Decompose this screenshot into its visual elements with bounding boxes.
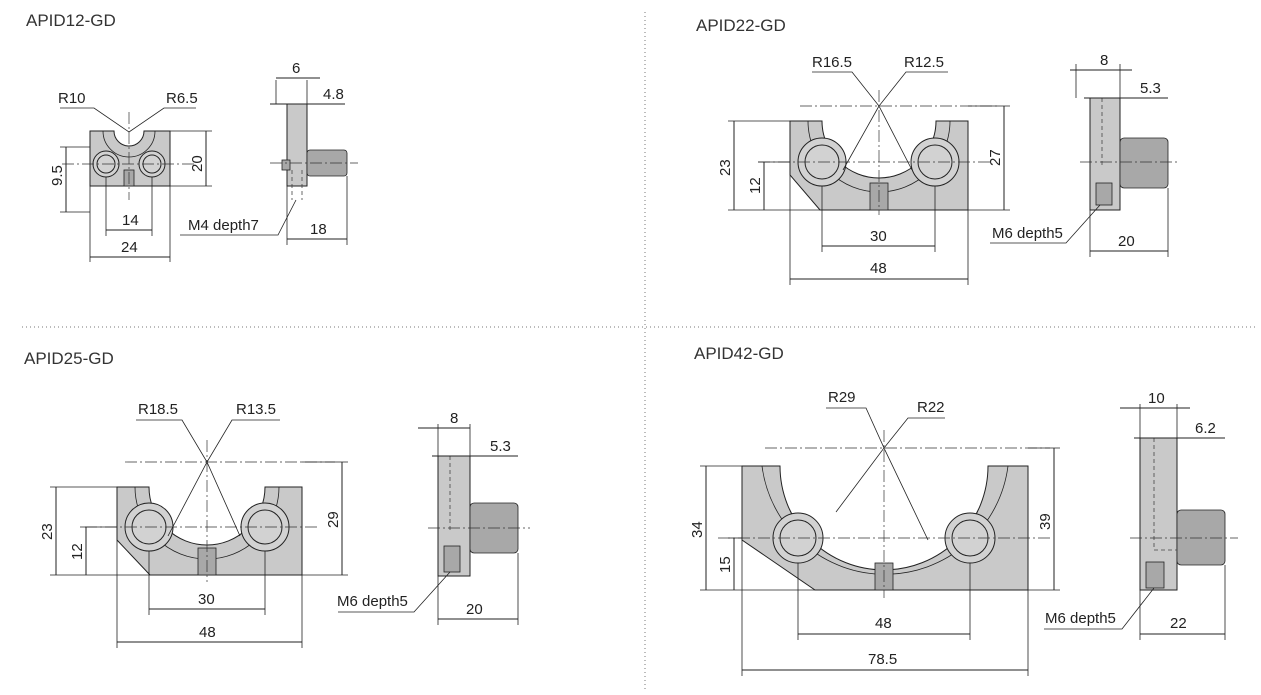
- dim-w-total: 78.5: [868, 651, 897, 668]
- thread-leader: [180, 199, 297, 236]
- r-inner-label: R6.5: [166, 90, 198, 107]
- panel-apid22: APID22-GD R16.5 R12.5 23 12 27 30 48: [696, 16, 1180, 285]
- r-inner-label: R12.5: [904, 54, 944, 71]
- dim-w-total: 48: [199, 624, 216, 641]
- side-dim-top: 8: [450, 410, 458, 427]
- dim-w-total: 24: [121, 239, 138, 256]
- panel-apid42: APID42-GD R29 R22 34 15 39 48 78.5: [689, 344, 1238, 676]
- panel-title: APID22-GD: [696, 16, 786, 35]
- r-inner-label: R13.5: [236, 401, 276, 418]
- side-dim-inner: 6.2: [1195, 420, 1216, 437]
- thread-leader: [338, 571, 451, 613]
- panel-apid12: APID12-GD R10 R6.5 9.5 20 14 24: [26, 11, 358, 262]
- thread-leader: [1044, 587, 1155, 630]
- r-inner-leader: [883, 417, 945, 541]
- dim-w-holes: 30: [870, 228, 887, 245]
- dim-h-total: 34: [689, 521, 706, 538]
- panel-title: APID12-GD: [26, 11, 116, 30]
- side-view-screw: [1095, 182, 1113, 206]
- dim-w-holes: 14: [122, 212, 139, 229]
- thread-label: M6 depth5: [337, 593, 408, 610]
- r-outer-label: R16.5: [812, 54, 852, 71]
- side-dim-top: 6: [292, 60, 300, 77]
- dim-h-right: 20: [189, 155, 206, 172]
- dim-h-hole: 12: [69, 543, 86, 560]
- panel-title: APID42-GD: [694, 344, 784, 363]
- dim-h-right: 27: [987, 149, 1004, 166]
- side-dim-depth: 20: [466, 601, 483, 618]
- side-dim-inner: 5.3: [490, 438, 511, 455]
- dim-w-holes: 30: [198, 591, 215, 608]
- side-view-body: [286, 103, 308, 187]
- thread-label: M6 depth5: [1045, 610, 1116, 627]
- side-dim-top: 10: [1148, 390, 1165, 407]
- thread-leader: [990, 204, 1101, 244]
- r-outer-leader: [812, 71, 880, 171]
- dim-h-total: 23: [717, 159, 734, 176]
- panel-apid25: APID25-GD R18.5 R13.5 23 12 29 30 48: [24, 349, 530, 648]
- dim-h-hole: 15: [717, 556, 734, 573]
- panel-title: APID25-GD: [24, 349, 114, 368]
- r-outer-leader: [826, 407, 885, 513]
- side-dim-inner: 5.3: [1140, 80, 1161, 97]
- side-view-screw: [443, 545, 461, 573]
- dim-w-holes: 48: [875, 615, 892, 632]
- side-view-screw: [1145, 561, 1165, 589]
- thread-label: M4 depth7: [188, 217, 259, 234]
- side-view-screw: [281, 159, 291, 171]
- r-outer-label: R10: [58, 90, 86, 107]
- side-dim-top: 8: [1100, 52, 1108, 69]
- side-dim-depth: 20: [1118, 233, 1135, 250]
- r-inner-label: R22: [917, 399, 945, 416]
- thread-label: M6 depth5: [992, 225, 1063, 242]
- side-dim-depth: 18: [310, 221, 327, 238]
- side-view-pin: [1176, 509, 1226, 566]
- r-inner-leader: [206, 419, 280, 537]
- side-view-pin: [1119, 137, 1169, 189]
- dim-h-left: 9.5: [49, 165, 66, 186]
- side-dim-inner: 4.8: [323, 86, 344, 103]
- dim-h-hole: 12: [747, 177, 764, 194]
- r-inner-leader: [878, 71, 948, 171]
- r-inner-leader: [128, 107, 196, 133]
- r-outer-label: R18.5: [138, 401, 178, 418]
- side-dim-depth: 22: [1170, 615, 1187, 632]
- dim-w-total: 48: [870, 260, 887, 277]
- dim-h-right: 39: [1037, 513, 1054, 530]
- dim-h-total: 23: [39, 523, 56, 540]
- dim-h-right: 29: [325, 511, 342, 528]
- r-outer-leader: [60, 107, 130, 133]
- r-outer-label: R29: [828, 389, 856, 406]
- r-outer-leader: [136, 419, 208, 537]
